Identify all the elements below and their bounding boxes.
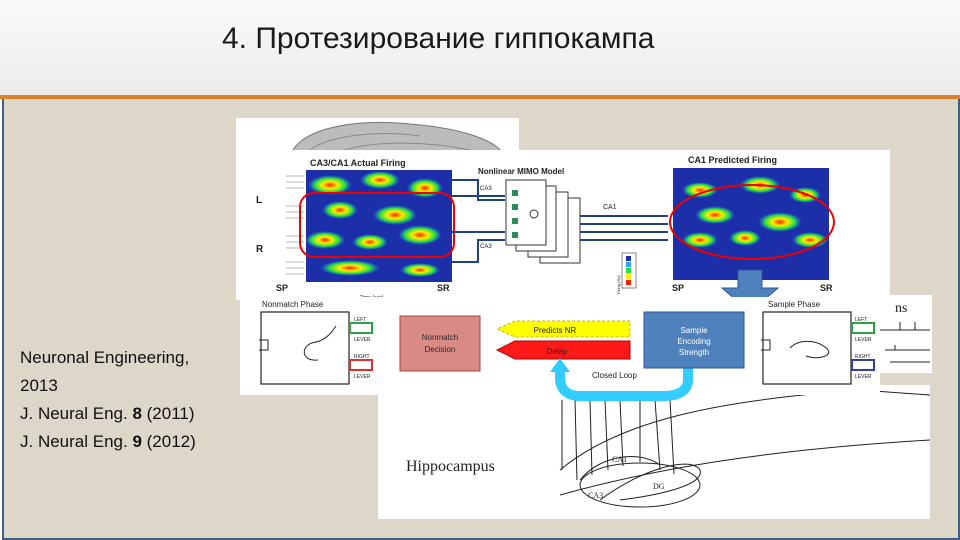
left-label: LEFT (354, 317, 366, 323)
axis-sp-left: SP (276, 283, 288, 293)
axis-sr-right: SR (820, 283, 833, 293)
input-arrows (452, 179, 505, 263)
firing-legend-label: Firing (Hz) (616, 275, 621, 294)
behaviour-panel: Nonmatch Phase Sample Phase LEFT LEVER R… (240, 297, 880, 401)
mimo-title: Nonlinear MIMO Model (478, 167, 564, 176)
title-bar: 4. Протезирование гиппокампа (0, 0, 960, 95)
ca3-input-label: CA3 (480, 186, 492, 192)
decision-line-2: Decision (425, 345, 456, 354)
mimo-firing-panel: CA3/CA1 Actual Firing Nonlinear MIMO Mod… (236, 150, 890, 313)
hippocampus-label: Hippocampus (406, 458, 495, 475)
actual-firing-title: CA3/CA1 Actual Firing (310, 158, 406, 168)
actual-firing-heatmap (299, 170, 455, 282)
left-lever-indicator (349, 322, 373, 334)
sample-lever-label-2: LEVER (855, 374, 872, 380)
sample-line-2: Encoding (677, 337, 710, 346)
rat-left-icon (303, 325, 337, 361)
predicts-arrow (495, 320, 631, 338)
sample-right-label: RIGHT (855, 354, 871, 360)
ca3-input-label-2: CA3 (480, 244, 492, 250)
nonmatch-decision-box (399, 315, 481, 372)
predicted-firing-heatmap (669, 168, 835, 280)
decision-line-1: Nonmatch (422, 333, 458, 342)
delay-label: Delay (547, 347, 567, 356)
lever-label: LEVER (354, 337, 371, 343)
predicts-nr-label: Predicts NR (534, 326, 577, 335)
closed-loop-label: Closed Loop (592, 371, 637, 380)
closed-loop-arrow (555, 368, 693, 401)
right-label: RIGHT (354, 354, 370, 360)
side-right-label: R (256, 244, 264, 255)
ca1-label: CA1 (612, 455, 627, 464)
firing-legend: Firing (Hz) (616, 252, 637, 294)
sample-phase-title: Sample Phase (768, 300, 821, 309)
sample-lever-label: LEVER (855, 337, 872, 343)
ca3-label: CA3 (588, 491, 603, 500)
side-left-label: L (256, 195, 262, 206)
slide-title: 4. Протезирование гиппокампа (222, 22, 655, 55)
sample-line-1: Sample (680, 326, 708, 335)
sample-chamber (762, 311, 852, 385)
reference-line: Neuronal Engineering, (20, 348, 190, 367)
sample-left-lever (851, 322, 875, 334)
sample-left-label: LEFT (855, 317, 867, 323)
sample-encoding-box (643, 311, 745, 369)
lever-label-2: LEVER (354, 374, 371, 380)
ca1-output-label: CA1 (603, 204, 617, 211)
rat-right-icon (789, 341, 830, 359)
axis-sp-right: SP (672, 283, 684, 293)
nonmatch-phase-title: Nonmatch Phase (262, 300, 324, 309)
sample-right-lever (851, 359, 875, 371)
reference-line: J. Neural Eng. 8 (2011) (20, 404, 195, 423)
output-arrows (580, 215, 668, 241)
reference-line: J. Neural Eng. 9 (2012) (20, 432, 196, 451)
right-lever-indicator (349, 359, 373, 371)
hippocampus-panel: Hippocampus CA1 DG CA3 (378, 385, 931, 519)
accent-rule (0, 95, 960, 99)
references: Neuronal Engineering, 2013 J. Neural Eng… (20, 344, 196, 456)
mimo-model (505, 179, 581, 264)
fragment-text: ns (895, 301, 907, 316)
predicted-firing-title: CA1 Predicted Firing (688, 155, 777, 165)
dg-label: DG (653, 482, 665, 491)
sample-line-3: Strength (679, 348, 709, 357)
reference-line: 2013 (20, 376, 58, 395)
axis-sr-left: SR (437, 283, 450, 293)
delay-arrow (495, 340, 631, 360)
